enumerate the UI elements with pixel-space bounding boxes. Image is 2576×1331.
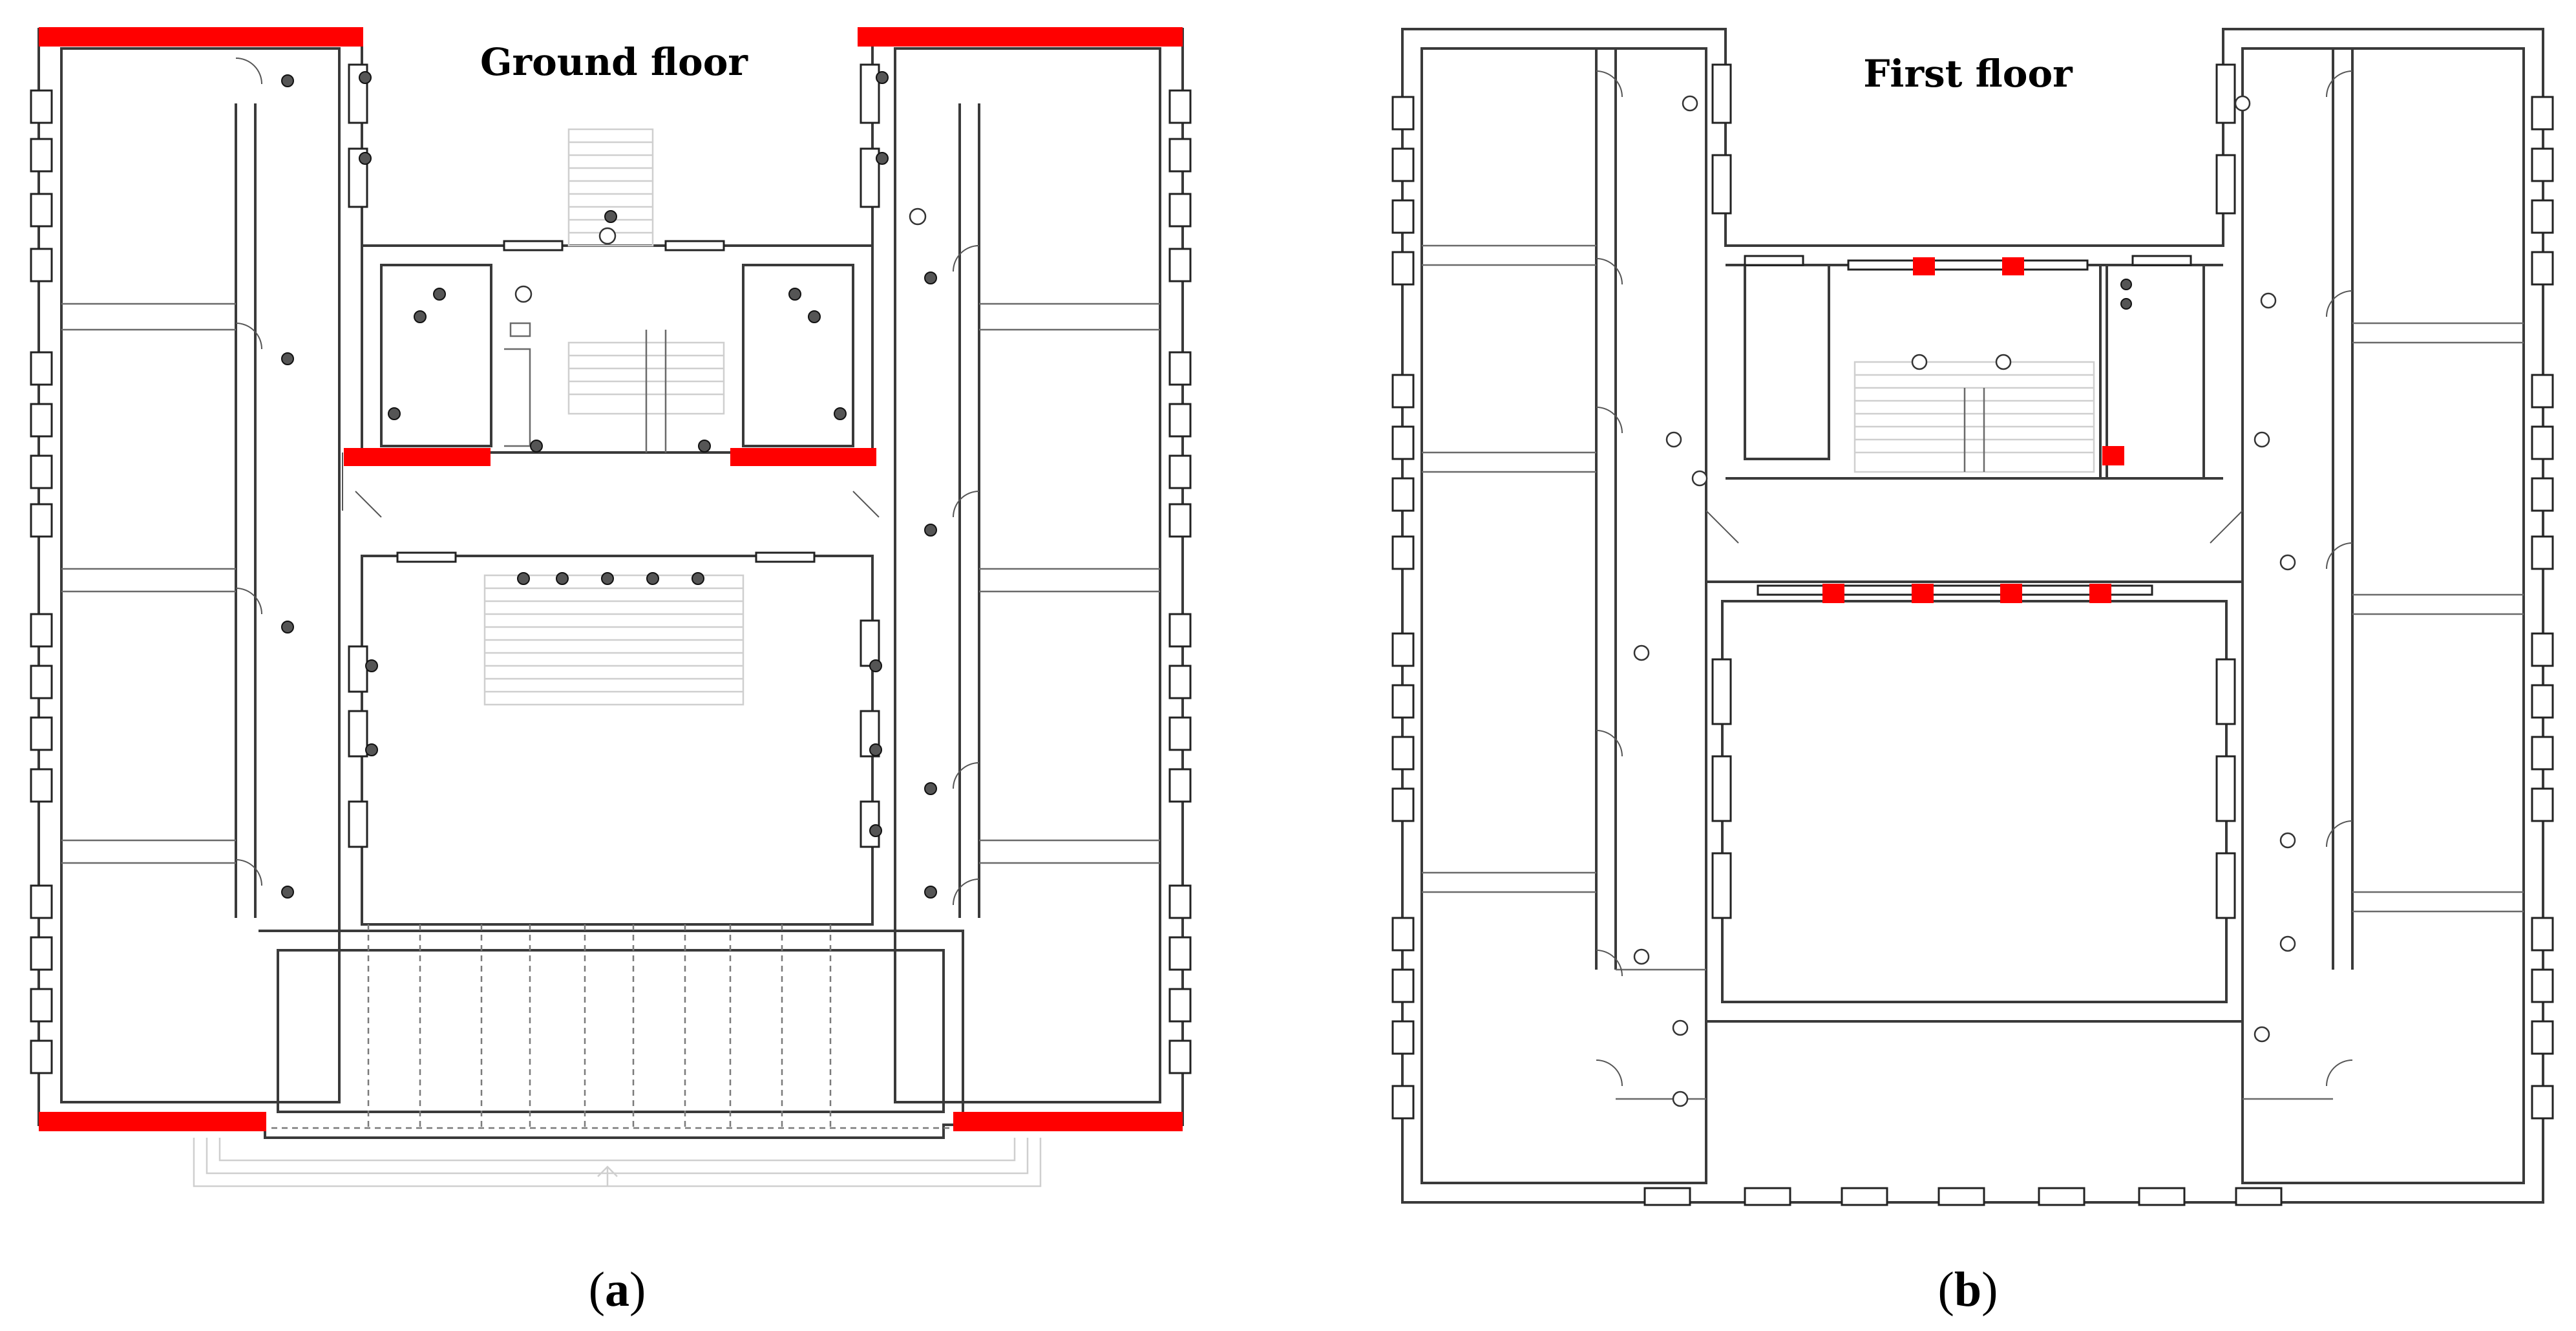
first-floor-plan: First floor xyxy=(1391,28,2554,1206)
red-highlight xyxy=(39,27,1183,1131)
window-icon xyxy=(1391,63,2554,1206)
ground-floor-plan: Ground floor xyxy=(30,27,1192,1187)
red-highlight xyxy=(1822,257,2124,603)
caption-a: (a) xyxy=(589,1262,646,1317)
caption-b: (b) xyxy=(1938,1262,1998,1317)
door-icon xyxy=(1596,70,2353,1087)
caption-b-letter: b xyxy=(1954,1262,1981,1317)
lamp-icon xyxy=(281,71,937,899)
caption-a-open: ( xyxy=(589,1262,605,1317)
first-floor-title: First floor xyxy=(1863,52,2073,96)
caption-b-close: ) xyxy=(1981,1262,1998,1317)
caption-a-letter: a xyxy=(605,1262,629,1317)
ground-floor-title: Ground floor xyxy=(480,40,748,84)
lamp-icon xyxy=(1633,95,2296,1107)
door-icon xyxy=(235,58,980,906)
caption-b-open: ( xyxy=(1938,1262,1954,1317)
caption-a-close: ) xyxy=(629,1262,646,1317)
